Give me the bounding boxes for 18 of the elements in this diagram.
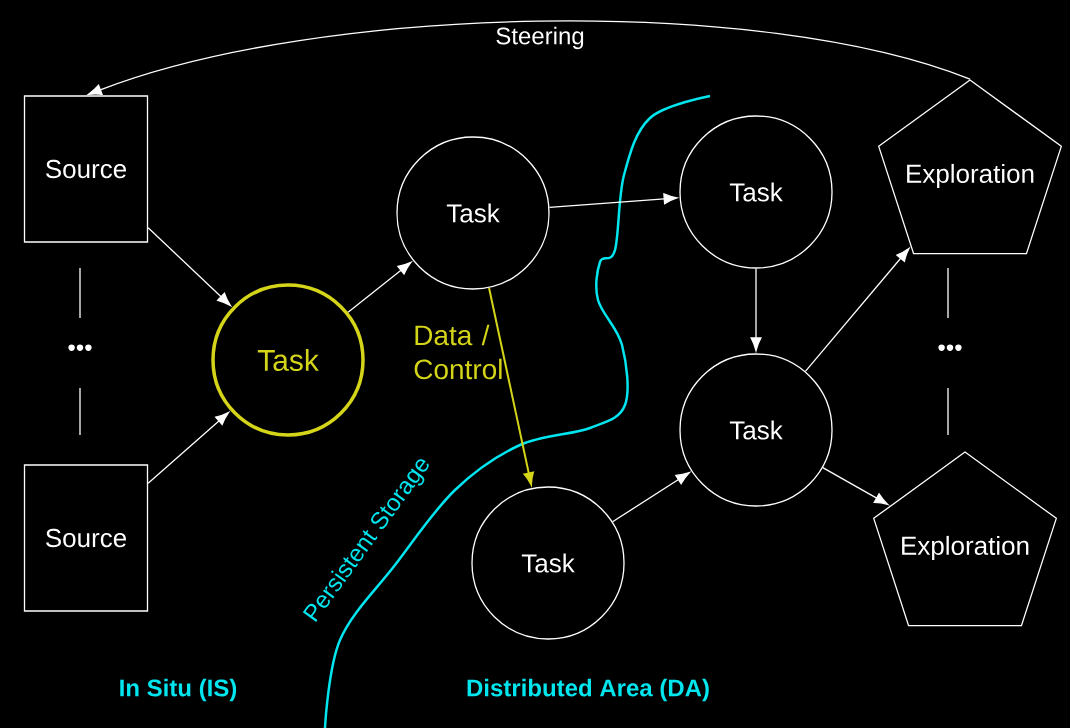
source-box: Source xyxy=(23,464,149,612)
edge-label: Data / Control xyxy=(414,324,502,380)
ellipsis: ••• xyxy=(68,344,92,351)
arrow xyxy=(822,467,889,505)
arrow xyxy=(87,20,971,96)
source-box: Source xyxy=(23,95,149,243)
arrow xyxy=(548,193,678,208)
arrow xyxy=(611,472,690,523)
arrow xyxy=(804,247,910,373)
ellipsis: ••• xyxy=(938,344,962,351)
arrow xyxy=(147,227,231,307)
edge-label: Steering xyxy=(493,24,587,52)
region-label: Distributed Area (DA) xyxy=(467,678,709,702)
arrow xyxy=(347,261,412,313)
arrow xyxy=(488,286,534,486)
arrow xyxy=(147,411,230,484)
region-label: In Situ (IS) xyxy=(120,678,237,702)
arrow xyxy=(750,268,762,352)
